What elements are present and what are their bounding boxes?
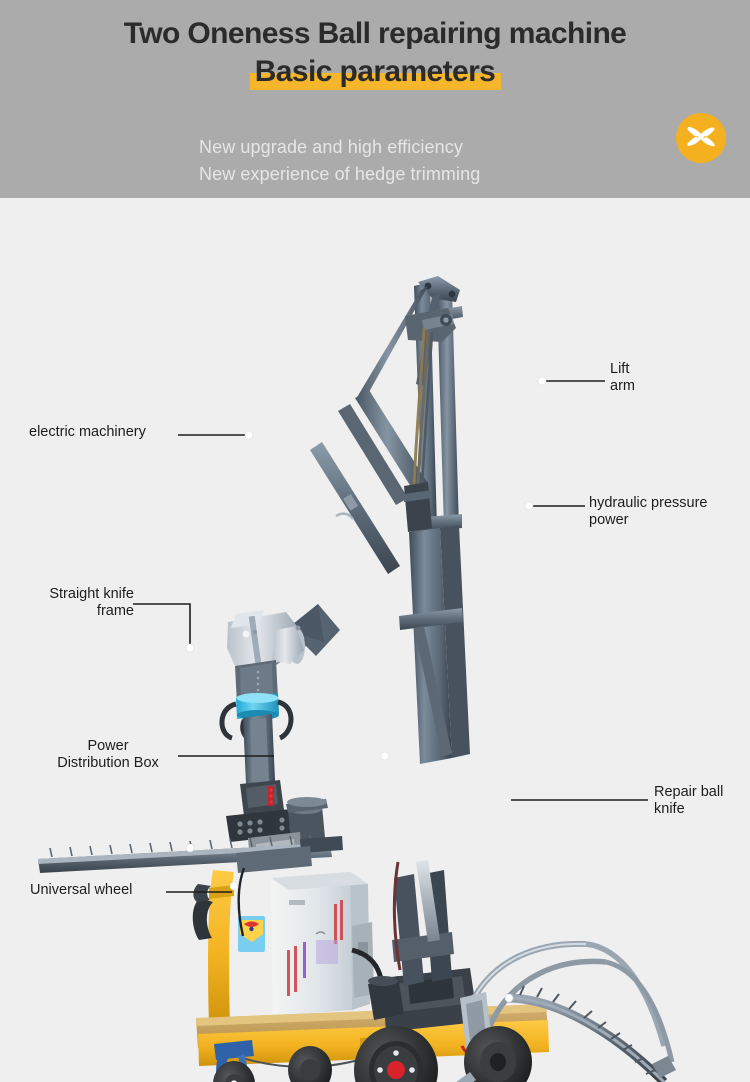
callout-label-power-distribution-box: Power Distribution Box	[44, 738, 172, 772]
header-subtitle: New upgrade and high efficiency New expe…	[199, 134, 480, 188]
shears-badge	[676, 113, 726, 163]
callout-leader-lines	[133, 380, 648, 893]
title-highlight-bar	[249, 73, 502, 90]
callout-label-lift-arm: Lift arm	[610, 361, 690, 395]
repair-ball-knife-line-2: knife	[654, 801, 685, 817]
product-diagram: electric machinery Straight knife frame …	[0, 198, 750, 1082]
subtitle-line-2: New experience of hedge trimming	[199, 164, 481, 184]
wheel-caster-mid	[288, 1046, 332, 1082]
callout-label-repair-ball-knife: Repair ball knife	[654, 784, 746, 818]
hydraulic-line-1: hydraulic pressure	[589, 495, 708, 511]
straight-knife-frame	[38, 834, 343, 873]
straight-knife-frame-line-1: Straight knife	[49, 586, 134, 602]
hydraulic-line-2: power	[589, 512, 629, 528]
header-title-block: Two Oneness Ball repairing machine Basic…	[0, 17, 750, 90]
repair-ball-knife-line-1: Repair ball	[654, 784, 724, 800]
straight-knife-frame-line-2: frame	[96, 603, 134, 619]
power-distribution-box-line-2: Distribution Box	[57, 755, 159, 771]
subtitle-line-1: New upgrade and high efficiency	[199, 137, 463, 157]
power-distribution-box-line-1: Power	[87, 738, 129, 754]
page-title-line-2: Basic parameters	[254, 55, 496, 88]
callout-label-straight-knife-frame: Straight knife frame	[24, 586, 134, 620]
pink-control-grip	[456, 1072, 476, 1082]
wheel-drive-center	[354, 1026, 438, 1082]
callout-anchor-dots	[185, 376, 547, 891]
cart-assembly	[192, 860, 676, 1082]
callout-label-universal-wheel: Universal wheel	[30, 882, 133, 898]
callout-label-hydraulic-pressure-power: hydraulic pressure power	[589, 495, 745, 529]
shears-icon	[687, 126, 715, 147]
repair-ball-knife-blade	[504, 985, 676, 1082]
header-banner: Two Oneness Ball repairing machine Basic…	[0, 0, 750, 198]
hydraulic-hoses	[404, 327, 434, 543]
lower-mast	[399, 525, 470, 764]
machine-illustration	[38, 276, 676, 1082]
page-title-line-2-wrap: Basic parameters	[249, 55, 502, 90]
page-title-line-1: Two Oneness Ball repairing machine	[123, 17, 627, 50]
universal-wheel	[213, 1040, 255, 1082]
wheel-rear-right	[464, 1026, 532, 1082]
electric-machinery-tower	[219, 610, 305, 806]
lift-arm-line-2: arm	[610, 378, 635, 394]
lift-arm-line-1: Lift	[610, 361, 630, 377]
callout-label-electric-machinery: electric machinery	[29, 424, 146, 440]
